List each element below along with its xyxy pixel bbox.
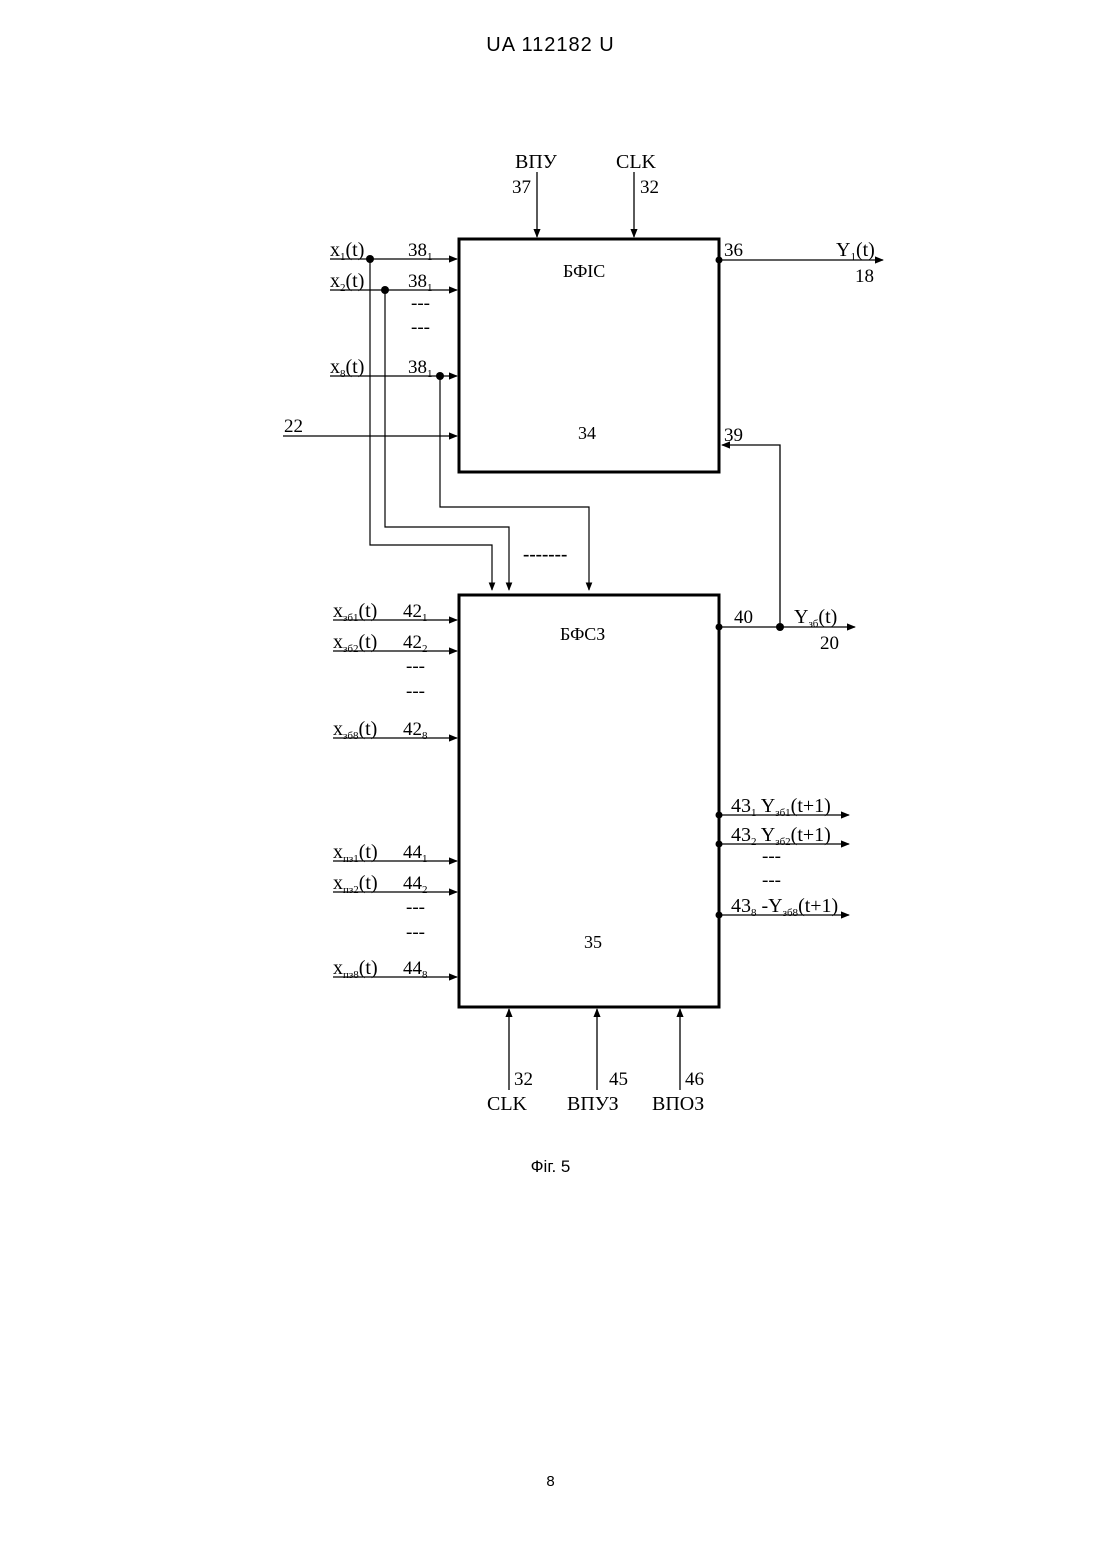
- group-a-dots-1: ---: [406, 656, 425, 677]
- yzb8-output-dot: [716, 912, 723, 919]
- group-a-dots-2: ---: [406, 681, 425, 702]
- bfsz-ref: 35: [584, 932, 602, 952]
- xpz2-label: xпз2(t): [333, 872, 378, 896]
- vpu-pin: 37: [512, 177, 531, 198]
- x1-pin: 381: [408, 240, 433, 263]
- vpu-label: ВПУ: [515, 151, 558, 173]
- feedback-tap-dot: [776, 623, 784, 631]
- xzb1-label: xзб1(t): [333, 600, 377, 624]
- xzb8-label: xзб8(t): [333, 718, 377, 742]
- page-number: 8: [0, 1473, 1101, 1490]
- group-b-dots-1: ---: [406, 897, 425, 918]
- vpuz-label: ВПУЗ: [567, 1093, 619, 1115]
- yzb-output-dot: [716, 624, 723, 631]
- yzb8-output-label: 438 -Yзб8(t+1): [731, 895, 838, 919]
- clk-bottom-pin: 32: [514, 1069, 533, 1090]
- xzb8-pin: 428: [403, 719, 428, 742]
- vpuz-pin: 45: [609, 1069, 628, 1090]
- xpz1-label: xпз1(t): [333, 841, 378, 865]
- clk-top-label: CLK: [616, 151, 657, 173]
- xzb2-pin: 422: [403, 632, 428, 655]
- yzb-pin: 40: [734, 607, 753, 628]
- x2-pin: 381: [408, 271, 433, 294]
- x8-pin: 381: [408, 357, 433, 380]
- x8-label: x8(t): [330, 356, 364, 380]
- y1-pin: 36: [724, 240, 743, 261]
- right-dots-1: ---: [762, 846, 781, 867]
- xpz1-pin: 441: [403, 842, 428, 865]
- yzb-label: Yзб(t): [794, 606, 837, 630]
- input-22-label: 22: [284, 416, 303, 437]
- vpoz-label: ВПОЗ: [652, 1093, 704, 1115]
- feedback-pin: 39: [724, 425, 743, 446]
- bfis-ref: 34: [578, 423, 596, 443]
- bfis-title: БФІС: [563, 261, 605, 281]
- bus-dots: -------: [523, 544, 567, 565]
- y1-ref: 18: [855, 266, 874, 287]
- y1-label: Y1(t): [836, 239, 875, 263]
- x2-label: x2(t): [330, 270, 364, 294]
- yzb-ref: 20: [820, 633, 839, 654]
- right-dots-2: ---: [762, 870, 781, 891]
- clk-bottom-label: CLK: [487, 1093, 528, 1115]
- yzb1-output-label: 431 Yзб1(t+1): [731, 795, 831, 819]
- yzb2-output-dot: [716, 841, 723, 848]
- xpz8-label: xпз8(t): [333, 957, 378, 981]
- figure-caption: Фіг. 5: [0, 1157, 1101, 1177]
- xpz8-pin: 448: [403, 958, 428, 981]
- x1-label: x1(t): [330, 239, 364, 263]
- xzb1-pin: 421: [403, 601, 428, 624]
- yzb1-output-dot: [716, 812, 723, 819]
- yzb2-output-label: 432 Yзб2(t+1): [731, 824, 831, 848]
- top-dots-1: ---: [411, 293, 430, 314]
- xpz2-pin: 442: [403, 873, 428, 896]
- feedback-line: [722, 445, 780, 627]
- group-b-dots-2: ---: [406, 922, 425, 943]
- vpoz-pin: 46: [685, 1069, 704, 1090]
- bfsz-title: БФСЗ: [560, 624, 605, 644]
- y1-output-dot: [716, 257, 723, 264]
- x1-bus-line: [370, 259, 492, 590]
- top-dots-2: ---: [411, 317, 430, 338]
- clk-top-pin: 32: [640, 177, 659, 198]
- xzb2-label: xзб2(t): [333, 631, 377, 655]
